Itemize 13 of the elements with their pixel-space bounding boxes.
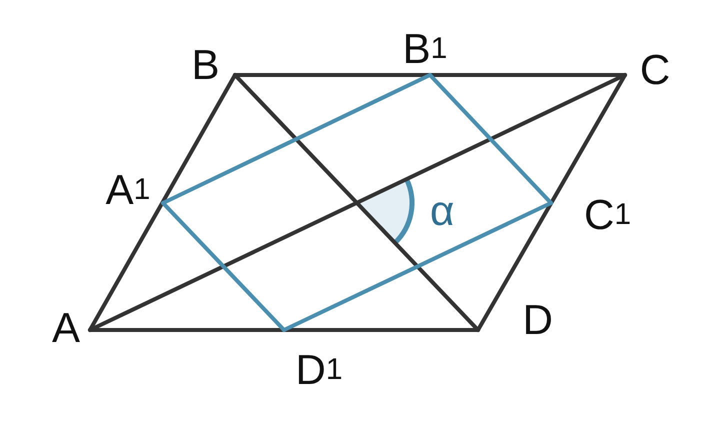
point-label: A xyxy=(42,305,90,350)
point-label: C xyxy=(625,45,685,95)
line-segment xyxy=(233,73,627,77)
angle-label: α xyxy=(430,190,454,232)
line-segment xyxy=(88,328,480,332)
line-segment xyxy=(282,201,553,332)
line-segment xyxy=(233,73,480,332)
line-segment xyxy=(161,201,286,332)
point-label: B xyxy=(176,40,235,90)
line-segment xyxy=(88,73,627,332)
line-segment xyxy=(161,73,432,205)
line-segment xyxy=(428,73,553,205)
point-label: D xyxy=(478,296,553,344)
